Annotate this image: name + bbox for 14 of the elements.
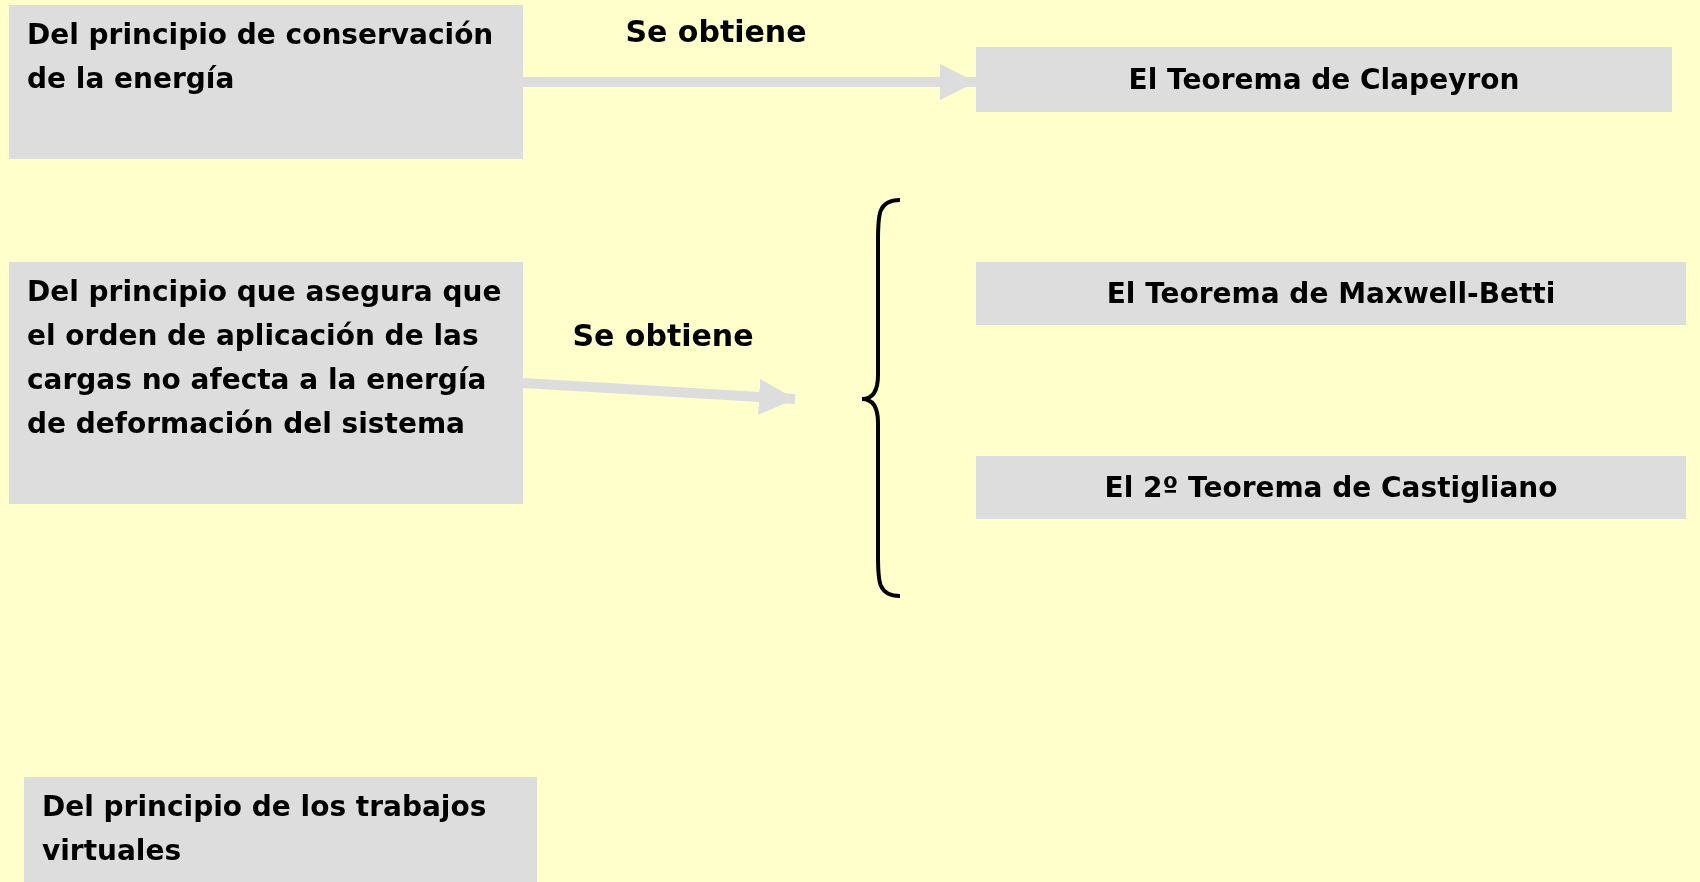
box-text: El Teorema de Clapeyron <box>1128 61 1520 98</box>
text-box <box>24 777 537 882</box>
box-text: Del principio de conservación de la energía <box>27 17 495 97</box>
box-text: Del principio que asegura que el orden de aplicación de las cargas no afecta a la energía de deformación del sistema <box>27 274 503 442</box>
text-box <box>9 5 523 159</box>
text-box <box>9 262 523 504</box>
box-text: Del principio de los trabajos virtuales <box>42 789 488 869</box>
text-box <box>976 47 1672 112</box>
text-box <box>976 262 1686 325</box>
box-text: El Teorema de Maxwell-Betti <box>1106 275 1556 312</box>
arrow <box>523 64 976 100</box>
box-text: El 2º Teorema de Castigliano <box>1104 469 1558 506</box>
arrow <box>522 378 796 415</box>
text-box <box>976 456 1686 519</box>
